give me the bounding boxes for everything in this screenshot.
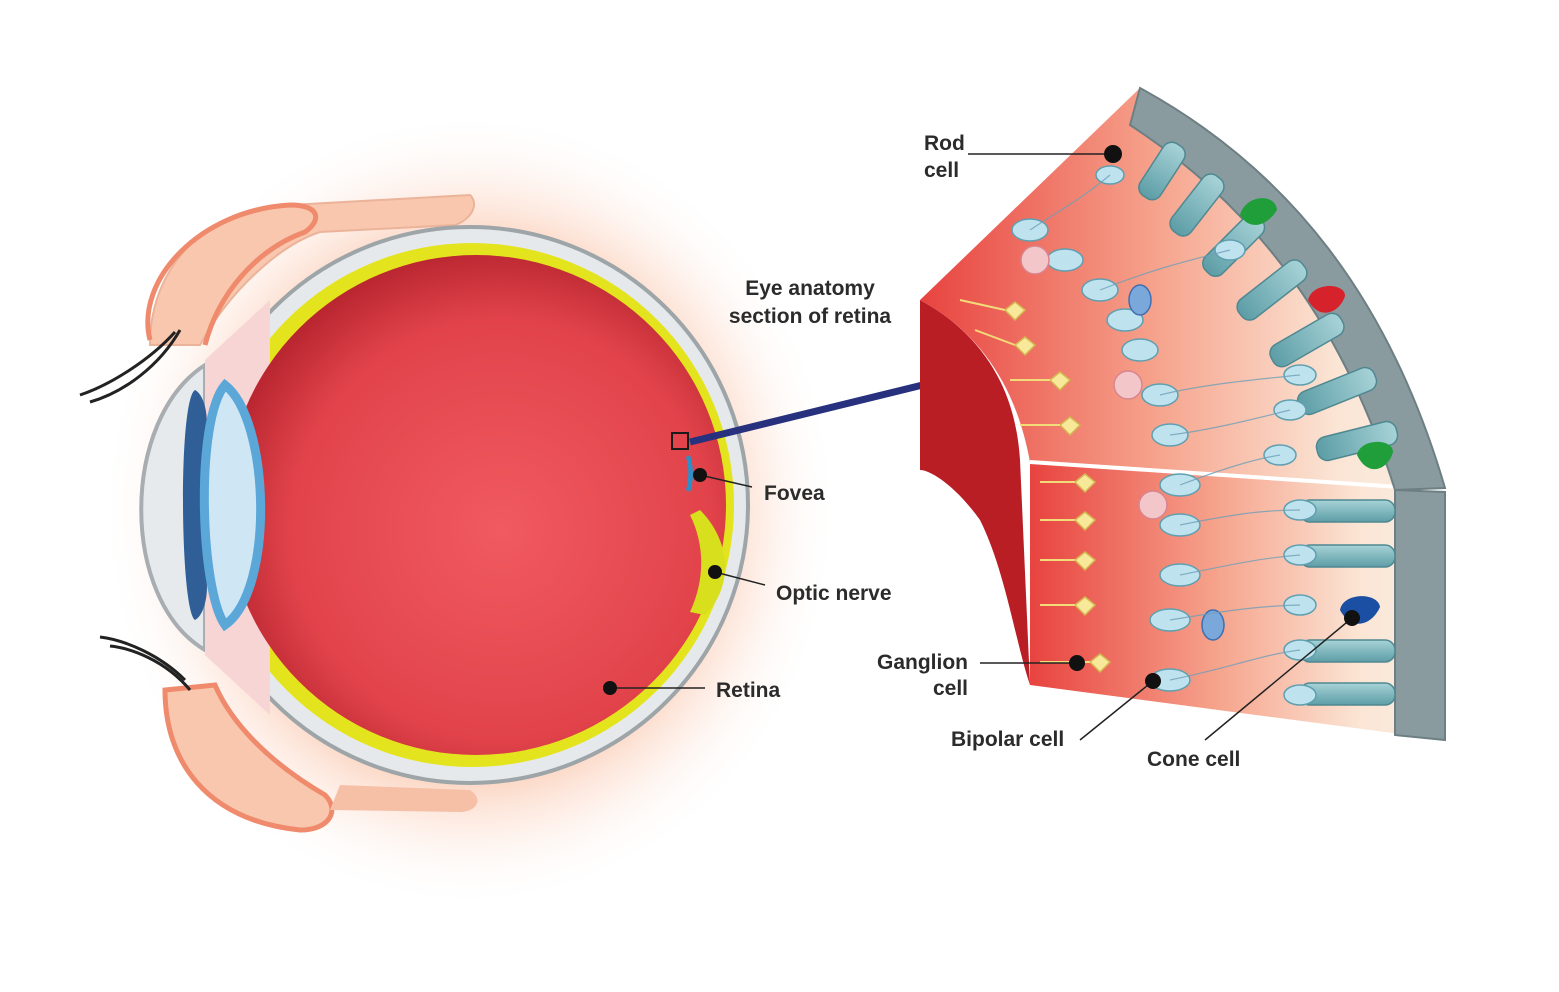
green-cone-1 xyxy=(1240,198,1277,225)
retina-marker xyxy=(603,681,617,695)
dendrite-network xyxy=(1029,174,1301,681)
optic-nerve-marker xyxy=(708,565,722,579)
rod-cell-marker xyxy=(1104,145,1122,163)
pigment-epithelium-front xyxy=(1394,488,1446,742)
label-rod-cell-line-2: cell xyxy=(924,159,959,182)
label-retina: Retina xyxy=(716,679,781,702)
label-optic-nerve: Optic nerve xyxy=(776,582,892,605)
label-bipolar-cell: Bipolar cell xyxy=(951,728,1064,751)
retina-section-front-face xyxy=(1030,462,1445,740)
cone-cell-marker xyxy=(1344,610,1360,626)
label-ganglion-cell-line-2: cell xyxy=(933,677,968,700)
left-callouts xyxy=(603,468,766,695)
ganglion-axons xyxy=(959,299,1090,663)
title-line-1: Eye anatomy xyxy=(745,277,875,300)
retina-section-side-face xyxy=(920,300,1030,685)
rod-outer-segments-top xyxy=(1138,141,1399,462)
rod-outer-segments-front xyxy=(1299,499,1396,706)
lower-eyelid xyxy=(162,682,335,833)
ganglion-cells xyxy=(1003,301,1112,674)
retina-section xyxy=(920,86,1447,742)
retina-zoom-box xyxy=(671,432,689,450)
eye-cross-section xyxy=(79,110,840,910)
right-callouts xyxy=(968,145,1360,741)
upper-eyelid-rim xyxy=(145,202,319,346)
title-line-2: section of retina xyxy=(729,305,892,328)
label-ganglion-cell-line-1: Ganglion xyxy=(877,651,968,674)
optic-nerve xyxy=(690,510,726,615)
amacrine-cells xyxy=(1020,245,1168,520)
ganglion-cell-marker xyxy=(1069,655,1085,671)
label-cone-cell: Cone cell xyxy=(1147,748,1240,771)
label-rod-cell-line-1: Rod xyxy=(924,132,965,155)
red-cone xyxy=(1308,285,1345,313)
iris xyxy=(182,390,207,620)
bipolar-cell-marker xyxy=(1145,673,1161,689)
label-fovea: Fovea xyxy=(764,482,825,505)
vitreous-body xyxy=(226,255,726,755)
lower-eyelashes xyxy=(99,635,192,691)
horizontal-cells xyxy=(1128,284,1225,641)
bipolar-cells xyxy=(1011,165,1317,706)
fovea-marker xyxy=(693,468,707,482)
upper-eyelashes xyxy=(79,329,182,404)
fovea-spot xyxy=(686,455,693,492)
lens xyxy=(199,378,266,632)
green-cone-2 xyxy=(1357,441,1393,470)
lower-eyelid-fold xyxy=(330,785,478,812)
